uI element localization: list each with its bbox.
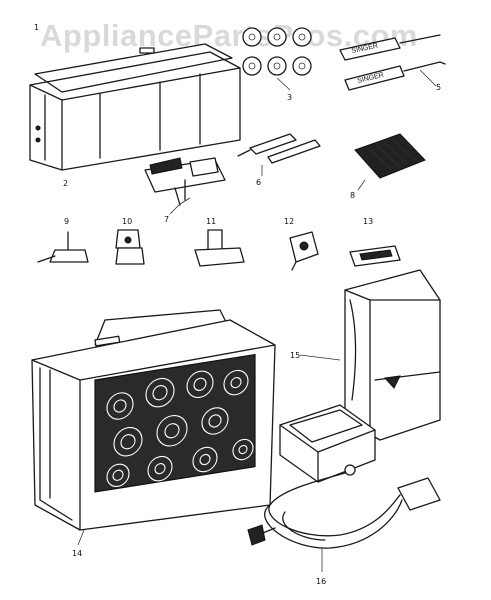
machine-cover (299, 269, 441, 441)
seam-ripper (237, 133, 321, 176)
callout-15: 15 (290, 351, 300, 360)
presser-foot-12 (289, 231, 319, 271)
callout-8: 8 (350, 191, 355, 200)
callout-1: 1 (34, 23, 39, 32)
foot-control (247, 404, 441, 572)
callout-9: 9 (64, 217, 69, 226)
bobbins (242, 27, 312, 91)
callout-11: 11 (206, 217, 216, 226)
callout-16: 16 (316, 577, 326, 586)
callouts: 1 2 3 5 6 7 8 9 10 11 12 13 14 15 16 (34, 23, 441, 586)
callout-12: 12 (284, 217, 294, 226)
callout-3: 3 (287, 93, 292, 102)
callout-6: 6 (256, 178, 261, 187)
needle-pack (354, 133, 426, 191)
bed-plate-13 (349, 245, 401, 267)
callout-13: 13 (363, 217, 373, 226)
callout-10: 10 (122, 217, 132, 226)
presser-foot-11 (194, 229, 245, 267)
accessory-tray (29, 43, 241, 171)
callout-2: 2 (63, 179, 68, 188)
presser-foot-10 (115, 229, 145, 265)
callout-5: 5 (436, 83, 441, 92)
callout-7: 7 (164, 215, 169, 224)
callout-14: 14 (72, 549, 82, 558)
carrying-case (31, 309, 276, 546)
buttonhole-attachment (144, 157, 226, 215)
screwdrivers: SINGER SINGER (339, 34, 446, 91)
presser-foot-9 (37, 231, 89, 263)
